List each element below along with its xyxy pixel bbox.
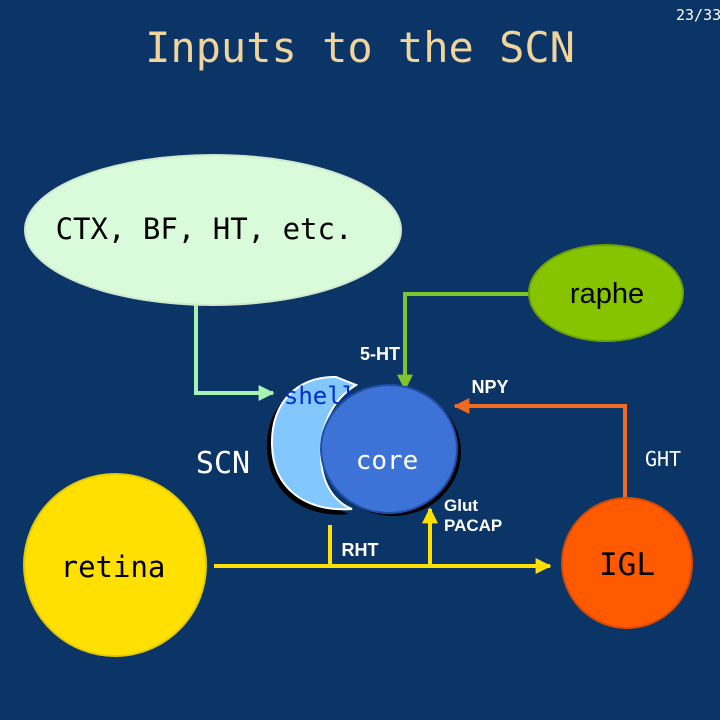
igl-label: IGL	[599, 547, 655, 583]
scn-label: SCN	[196, 446, 250, 481]
pacap-label: PACAP	[444, 516, 502, 535]
npy-label: NPY	[471, 377, 508, 397]
ght-label: GHT	[645, 447, 681, 471]
scn-core	[320, 384, 458, 514]
raphe-label: raphe	[570, 278, 644, 310]
glut-label: Glut	[444, 496, 478, 515]
page-number: 23/33	[676, 6, 720, 24]
serotonin-input-arrow	[397, 292, 532, 391]
serotonin-label: 5-HT	[360, 344, 400, 364]
ght-input-arrow	[453, 398, 627, 514]
retina-node	[23, 473, 207, 657]
core-label: core	[356, 446, 419, 476]
rht-label: RHT	[342, 540, 379, 560]
raphe-node	[528, 244, 684, 342]
cortex-node	[24, 154, 402, 306]
cortex-label: CTX, BF, HT, etc.	[56, 212, 353, 246]
retina-label: retina	[61, 550, 166, 584]
cortex-input-arrow	[194, 303, 275, 401]
slide-title: Inputs to the SCN	[145, 23, 575, 72]
igl-node	[561, 497, 693, 629]
